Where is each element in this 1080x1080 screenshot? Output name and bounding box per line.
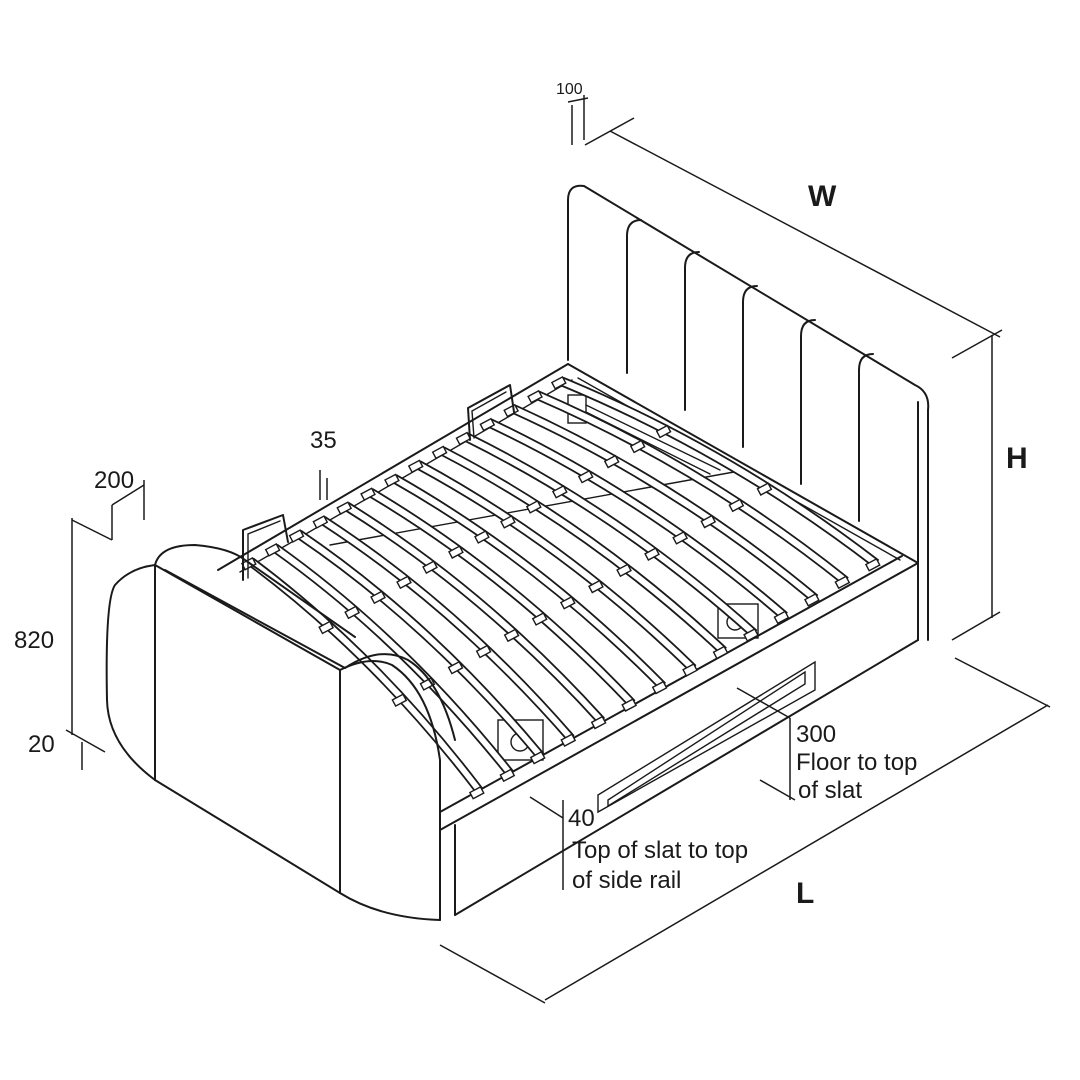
slat-holder: [559, 595, 576, 610]
slat-holder: [525, 500, 542, 514]
slat-holder: [651, 680, 668, 695]
slats: [240, 375, 881, 800]
slat-holder: [500, 515, 516, 529]
slat-holder: [370, 590, 386, 605]
slat-holder: [743, 628, 759, 642]
slat-holder: [455, 431, 472, 446]
slat: [415, 460, 697, 674]
slat-holder: [672, 531, 689, 545]
slat-holder: [531, 612, 548, 626]
headboard: [567, 184, 930, 641]
slat-gap-label: 35: [310, 427, 337, 454]
footboard-depth-label: 200: [94, 467, 134, 494]
height-label: H: [1006, 442, 1028, 475]
slat-holder: [479, 417, 496, 432]
slat-holder: [773, 610, 790, 625]
slat-holder: [590, 715, 607, 730]
width-label: W: [808, 180, 837, 213]
slat-holder: [728, 498, 745, 513]
slat-holder: [682, 663, 698, 677]
slat-holder: [621, 698, 638, 712]
slat-holder: [447, 660, 464, 675]
slat-holder: [503, 403, 520, 418]
slat-to-rail-line1: Top of slat to top: [572, 837, 748, 864]
slat-holder: [700, 514, 717, 529]
leg-height-label: 20: [28, 731, 55, 758]
slat: [248, 557, 484, 797]
dimension-labels: W H L 100 200 35 820 20 300 Floor to top…: [14, 81, 1028, 910]
slat-holder: [468, 785, 485, 800]
slat: [534, 390, 849, 586]
slat-holder: [312, 515, 329, 529]
slat: [439, 446, 727, 657]
length-label: L: [796, 877, 814, 910]
floor-to-slat-line1: Floor to top: [796, 749, 917, 776]
slat-holder: [529, 750, 546, 765]
slat-holder: [499, 768, 516, 783]
slat-holder: [655, 424, 672, 439]
slat-holder: [644, 547, 660, 561]
slat: [344, 502, 605, 727]
slat: [368, 488, 636, 709]
slat: [272, 543, 514, 780]
slat-to-rail-line2: of side rail: [572, 867, 681, 894]
slat: [487, 418, 788, 622]
slat: [463, 432, 758, 639]
slat-to-rail-value: 40: [568, 805, 595, 832]
slat-holder: [616, 563, 632, 578]
slat-holder: [834, 575, 851, 590]
slat-holder: [712, 645, 729, 660]
slat: [320, 515, 575, 744]
slat-holder: [550, 375, 567, 390]
slat-holder: [756, 482, 773, 496]
slat-holder: [864, 557, 881, 572]
slat-holder: [336, 501, 353, 515]
slat: [296, 529, 545, 762]
slat-holder: [264, 543, 281, 557]
slat-holder: [422, 560, 438, 575]
slat: [558, 376, 880, 569]
slat: [391, 474, 666, 692]
slat-holder: [318, 620, 335, 635]
slat-holder: [474, 530, 490, 544]
slat-holder: [431, 445, 448, 460]
slat-holder: [391, 693, 408, 708]
slat-holder: [407, 459, 424, 474]
slat-holder: [560, 733, 577, 748]
slat-holder: [475, 644, 492, 659]
mattress-retainers: [242, 384, 515, 581]
slat-holder: [384, 473, 400, 488]
slat-holder: [344, 605, 361, 620]
dimension-lines: [65, 95, 1051, 1004]
floor-to-slat-line2: of slat: [798, 777, 862, 804]
floor-to-slat-value: 300: [796, 721, 836, 748]
footboard-height-label: 820: [14, 627, 54, 654]
slat-holder: [551, 484, 568, 499]
slat-holder: [448, 545, 464, 559]
slat-holder: [288, 529, 305, 543]
footboard: [105, 544, 456, 921]
slat-holder: [360, 487, 376, 502]
slat-holder: [588, 579, 604, 594]
slat-holder: [527, 389, 543, 404]
slat-holder: [396, 575, 412, 590]
headboard-thickness-label: 100: [556, 81, 583, 98]
slat-holder: [804, 593, 820, 607]
slat-holder: [577, 469, 594, 484]
slat: [511, 404, 819, 604]
slat-holder: [629, 439, 646, 454]
slat-holder: [603, 454, 620, 469]
slat-holder: [503, 628, 520, 643]
